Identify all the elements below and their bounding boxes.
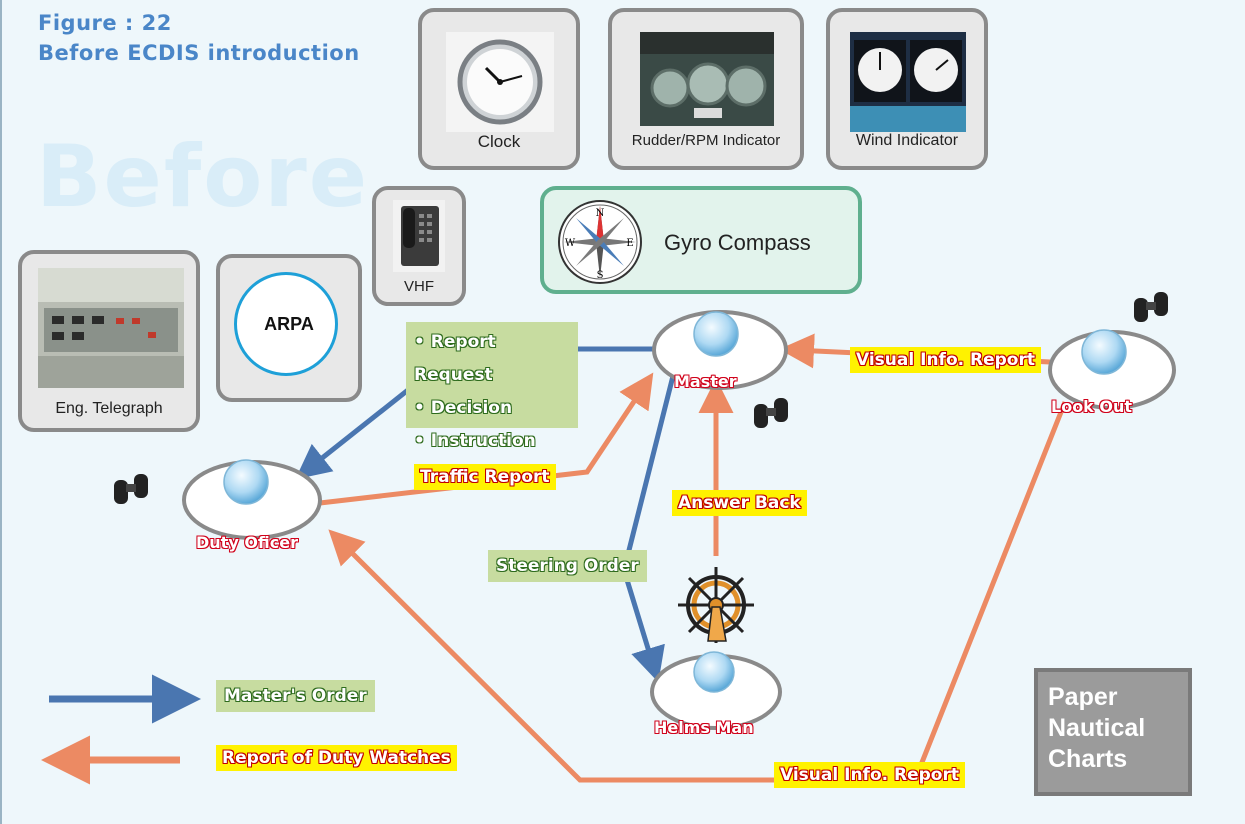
binoculars-icon-master — [754, 398, 788, 428]
traffic-report-arrow — [319, 372, 654, 506]
ship-wheel-icon — [678, 567, 754, 643]
duty-officer-figure — [182, 459, 322, 540]
svg-text:W: W — [565, 238, 576, 249]
order-item-report-request: • Report Request — [414, 332, 497, 386]
helms-man-figure — [650, 651, 782, 730]
vhf-card: VHF — [372, 186, 466, 306]
compass-rose-icon: N S W E — [558, 200, 642, 284]
arpa-card: ARPA — [216, 254, 362, 402]
gyro-compass-label: Gyro Compass — [664, 230, 811, 255]
lookout-figure — [1048, 329, 1176, 410]
gyro-compass-card: N S W E Gyro Compass — [540, 186, 862, 294]
order-arrow-to-duty-officer-head — [295, 388, 410, 480]
order-item-decision: • Decision — [414, 398, 513, 419]
before-watermark: Before — [36, 127, 370, 227]
visual-info-report-label-bottom: Visual Info. Report — [774, 762, 965, 788]
visual-report-long-arrow — [328, 401, 1068, 783]
master-figure — [652, 310, 788, 390]
clock-image — [446, 32, 554, 132]
figure-title: Figure : 22 Before ECDIS introduction — [38, 8, 360, 68]
arpa-label: ARPA — [264, 314, 314, 334]
look-out-name: Look Out — [1051, 397, 1133, 416]
order-item-instruction: • Instruction — [414, 431, 537, 452]
traffic-report-label: Traffic Report — [414, 464, 556, 490]
binoculars-icon-lookout — [1134, 292, 1168, 322]
vhf-phone-icon — [393, 200, 445, 272]
eng-telegraph-label: Eng. Telegraph — [55, 400, 163, 417]
vhf-label: VHF — [404, 278, 434, 295]
rudder-rpm-card: Rudder/RPM Indicator — [608, 8, 804, 170]
visual-info-report-label-top: Visual Info. Report — [850, 347, 1041, 373]
master-name: Master — [674, 372, 737, 391]
steering-order-label: Steering Order — [488, 550, 647, 582]
arpa-radar-display — [234, 272, 338, 376]
answer-back-label: Answer Back — [672, 490, 807, 516]
binoculars-icon-duty-officer — [114, 474, 148, 504]
svg-text:E: E — [626, 238, 633, 249]
figure-caption: Before ECDIS introduction — [38, 41, 360, 65]
wind-indicator-image — [850, 32, 966, 132]
wind-indicator-label: Wind Indicator — [855, 132, 959, 149]
legend-report-of-duty-watches: Report of Duty Watches — [216, 745, 457, 771]
rudder-rpm-label: Rudder/RPM Indicator — [631, 132, 781, 149]
legend-masters-order: Master's Order — [216, 680, 375, 712]
eng-telegraph-card: Eng. Telegraph — [18, 250, 200, 432]
clock-label: Clock — [477, 132, 521, 151]
order-items-box: • Report Request • Decision • Instructio… — [406, 322, 578, 451]
clock-card: Clock — [418, 8, 580, 170]
wind-indicator-card: Wind Indicator — [826, 8, 988, 170]
paper-nautical-charts-box: Paper Nautical Charts — [1034, 668, 1192, 796]
figure-number: Figure : 22 — [38, 11, 172, 35]
helms-man-name: Helms Man — [654, 718, 754, 737]
eng-telegraph-image — [38, 268, 184, 388]
svg-text:S: S — [597, 270, 604, 281]
svg-text:N: N — [596, 208, 605, 219]
duty-officer-name: Duty Oficer — [196, 533, 299, 552]
rudder-rpm-image — [640, 32, 774, 126]
